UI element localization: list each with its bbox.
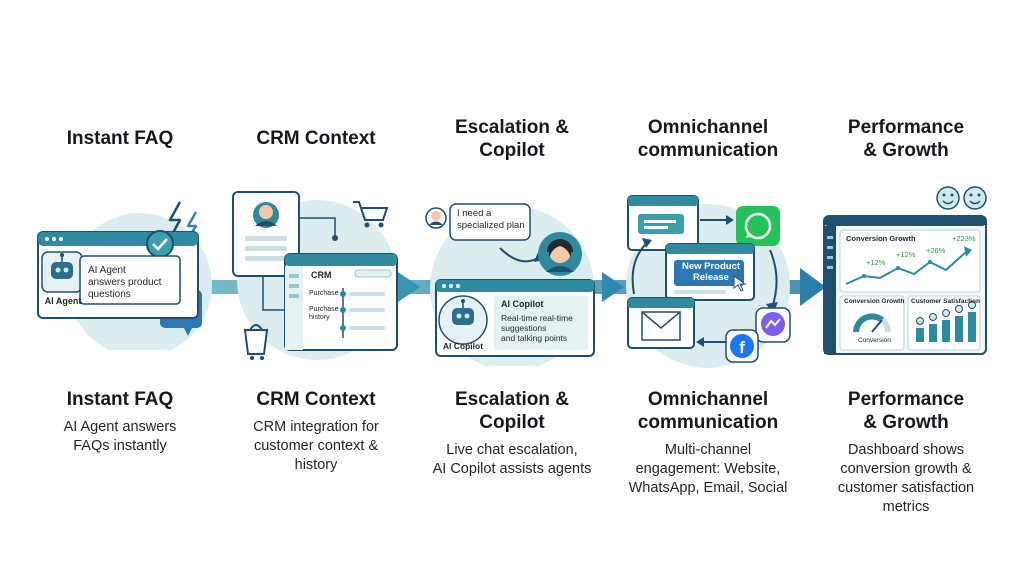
caption-title: Escalation &Copilot bbox=[454, 389, 570, 433]
smiley-icon bbox=[963, 186, 987, 210]
shopping-cart-icon bbox=[353, 201, 389, 228]
smiley-icon bbox=[936, 186, 960, 210]
messenger-icon bbox=[755, 307, 791, 343]
svg-text:f: f bbox=[739, 338, 745, 357]
checkmark-badge-icon bbox=[146, 230, 174, 258]
growth-label: +26% bbox=[926, 246, 946, 255]
crm-illustration bbox=[232, 191, 398, 360]
chat-window-icon bbox=[627, 195, 699, 251]
growth-label: +223% bbox=[952, 234, 976, 243]
shopping-bag-icon bbox=[243, 324, 269, 360]
gauge-icon bbox=[839, 295, 905, 351]
copilot-avatar-label: AI Copilot bbox=[442, 341, 484, 351]
stage-description: Live chat escalation,AI Copilot assists … bbox=[432, 442, 592, 477]
stage-title: Performance& Growth bbox=[847, 117, 965, 161]
copilot-suggestions: Real-time real-time suggestions and talk… bbox=[501, 313, 573, 343]
crm-timeline-label: Purchase bbox=[309, 290, 339, 297]
stage-title: Escalation &Copilot bbox=[454, 117, 570, 161]
crm-panel-title: CRM bbox=[311, 270, 332, 280]
chart-title: Conversion Growth bbox=[846, 234, 916, 243]
facebook-icon: f bbox=[725, 329, 759, 363]
caption-title: CRM Context bbox=[256, 389, 376, 410]
satisfaction-title: Customer Satisfaction bbox=[911, 298, 980, 305]
copilot-title: AI Copilot bbox=[501, 299, 544, 309]
omnichannel-illustration: f bbox=[626, 195, 791, 368]
escalation-illustration bbox=[425, 203, 595, 366]
gauge-title: Conversion Growth bbox=[844, 298, 905, 305]
request-text: I need a specialized plan bbox=[457, 208, 525, 231]
growth-label: +12% bbox=[896, 250, 916, 259]
performance-illustration bbox=[823, 186, 987, 355]
release-label: New Product Release bbox=[681, 261, 741, 283]
stage-title: CRM Context bbox=[256, 128, 376, 149]
instant-faq-illustration bbox=[37, 201, 212, 350]
gauge-caption: Conversion bbox=[858, 337, 891, 344]
robot-icon bbox=[438, 295, 488, 345]
customer-avatar-icon bbox=[425, 207, 447, 229]
robot-icon bbox=[41, 251, 83, 293]
crm-timeline-label: Purchase history bbox=[309, 306, 339, 321]
caption-title: Instant FAQ bbox=[66, 389, 174, 410]
user-profile-icon bbox=[232, 191, 300, 277]
avatar-label: AI Agent bbox=[44, 296, 82, 306]
email-icon bbox=[627, 297, 695, 349]
bar-chart-icon bbox=[907, 295, 981, 351]
agent-headset-icon bbox=[538, 232, 582, 276]
whatsapp-icon bbox=[736, 206, 780, 246]
growth-label: +12% bbox=[866, 258, 886, 267]
stage-title: Instant FAQ bbox=[66, 128, 174, 149]
faq-bubble-text: AI Agent answers product questions bbox=[88, 265, 162, 300]
caption-title: Performance& Growth bbox=[847, 389, 965, 433]
